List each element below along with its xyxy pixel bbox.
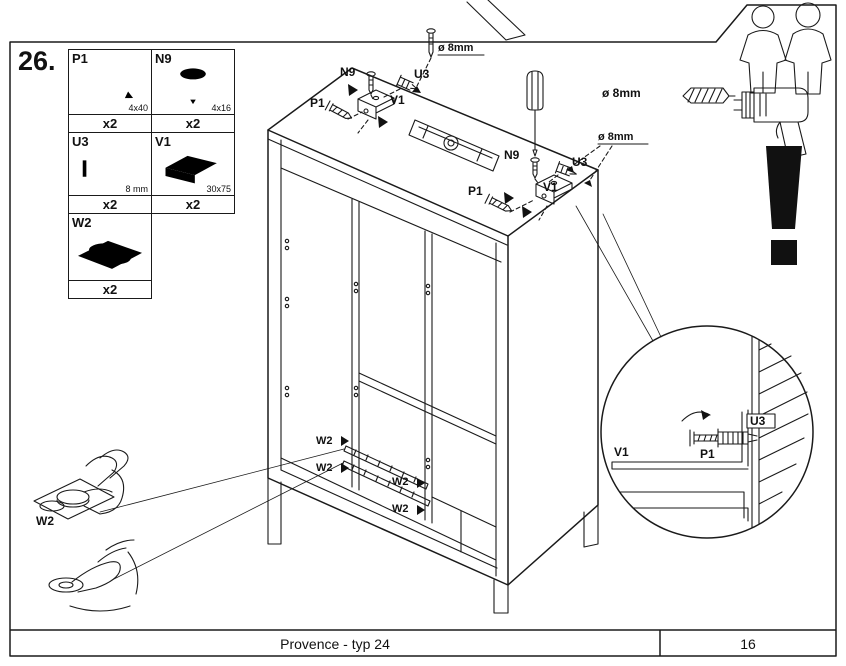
step-number: 26. — [18, 46, 56, 76]
wall-plug-u3-left-icon — [395, 74, 418, 91]
bracket-v1-left — [357, 89, 395, 120]
two-person-icon — [739, 2, 832, 95]
part-cell-p1: P1 4x40 — [68, 49, 152, 115]
label-dia-top: ø 8mm — [438, 42, 474, 54]
part-cell-u3: U3 8 mm — [68, 132, 152, 196]
warning-exclamation-icon — [766, 146, 802, 265]
part-qty-n9: x2 — [151, 114, 235, 133]
drill-bit-icon — [682, 87, 736, 104]
label-detail-p1: P1 — [700, 447, 715, 461]
part-cell-v1: V1 30x75 — [151, 132, 235, 196]
part-qty-w2: x2 — [68, 280, 152, 299]
pad-leader-lines — [99, 448, 345, 581]
part-size-v1: 30x75 — [206, 184, 231, 194]
screwdriver-icon — [526, 70, 544, 157]
label-detail-v1: V1 — [614, 445, 629, 459]
bracket-v1-right — [535, 174, 573, 205]
drawing-labels: N9 U3 V1 P1 ø 8mm N9 U3 V1 P1 ø 8mm ø 8m… — [36, 42, 766, 528]
part-id-u3: U3 — [72, 134, 89, 149]
part-size-n9: 4x16 — [211, 103, 231, 113]
top-overhang-board — [466, 0, 526, 41]
part-cell-n9: N9 4x16 — [151, 49, 235, 115]
shelf-pin-holes — [284, 238, 431, 470]
part-id-v1: V1 — [155, 134, 171, 149]
drawer-glide-rails — [341, 445, 431, 507]
part-id-p1: P1 — [72, 51, 88, 66]
part-qty-u3: x2 — [68, 195, 152, 214]
label-n9-right: N9 — [504, 148, 520, 162]
screw-n9-left-icon — [366, 71, 376, 95]
label-w2-4: W2 — [392, 503, 409, 515]
wall-plug-u3-right-icon — [554, 161, 577, 177]
footer-product-title: Provence - typ 24 — [280, 635, 390, 652]
screw-p1-left-icon — [324, 100, 353, 119]
leader-dashes-right — [509, 174, 559, 221]
part-size-u3: 8 mm — [125, 184, 149, 194]
dia-top-leader — [416, 57, 432, 87]
label-v1-right: V1 — [543, 180, 558, 194]
part-id-w2: W2 — [72, 215, 92, 230]
n9-short-screw-icon — [180, 67, 206, 104]
label-p1-right: P1 — [468, 184, 483, 198]
part-size-p1: 4x40 — [128, 103, 148, 113]
part-qty-v1: x2 — [151, 195, 235, 214]
detail-circle — [575, 205, 814, 539]
label-dia-mid: ø 8mm — [598, 131, 634, 143]
footer-page-number: 16 — [740, 635, 756, 652]
hand-holding-pad — [33, 449, 129, 520]
part-cell-w2: W2 — [68, 213, 152, 281]
hand-pressing-pad — [48, 539, 139, 612]
label-u3-left: U3 — [414, 67, 430, 81]
label-detail-u3: U3 — [750, 414, 766, 428]
label-w2-3: W2 — [392, 476, 409, 488]
wardrobe-cabinet — [267, 67, 599, 614]
w2-glide-pads-icon — [78, 240, 142, 269]
label-n9-left: N9 — [340, 65, 356, 79]
dia-mid-leaders — [571, 145, 613, 181]
screw-n9-right-icon — [530, 157, 540, 179]
label-w2-2: W2 — [316, 462, 333, 474]
label-p1-left: P1 — [310, 96, 325, 110]
screw-p1-right-icon — [484, 193, 513, 212]
label-u3-right: U3 — [572, 155, 588, 169]
label-dia-tools: ø 8mm — [602, 86, 641, 100]
leader-dashes-left — [347, 88, 401, 134]
screw-top-center-icon — [426, 28, 436, 58]
v1-angle-bracket-icon — [165, 156, 217, 184]
p1-long-screw-icon — [84, 69, 134, 98]
page-frame — [9, 4, 837, 657]
label-w2-hand: W2 — [36, 514, 54, 528]
label-w2-1: W2 — [316, 435, 333, 447]
u3-wall-plug-icon — [82, 160, 134, 178]
part-qty-p1: x2 — [68, 114, 152, 133]
label-v1-left: V1 — [390, 93, 405, 107]
spirit-level — [408, 119, 500, 172]
direction-arrows — [341, 84, 710, 515]
part-id-n9: N9 — [155, 51, 172, 66]
